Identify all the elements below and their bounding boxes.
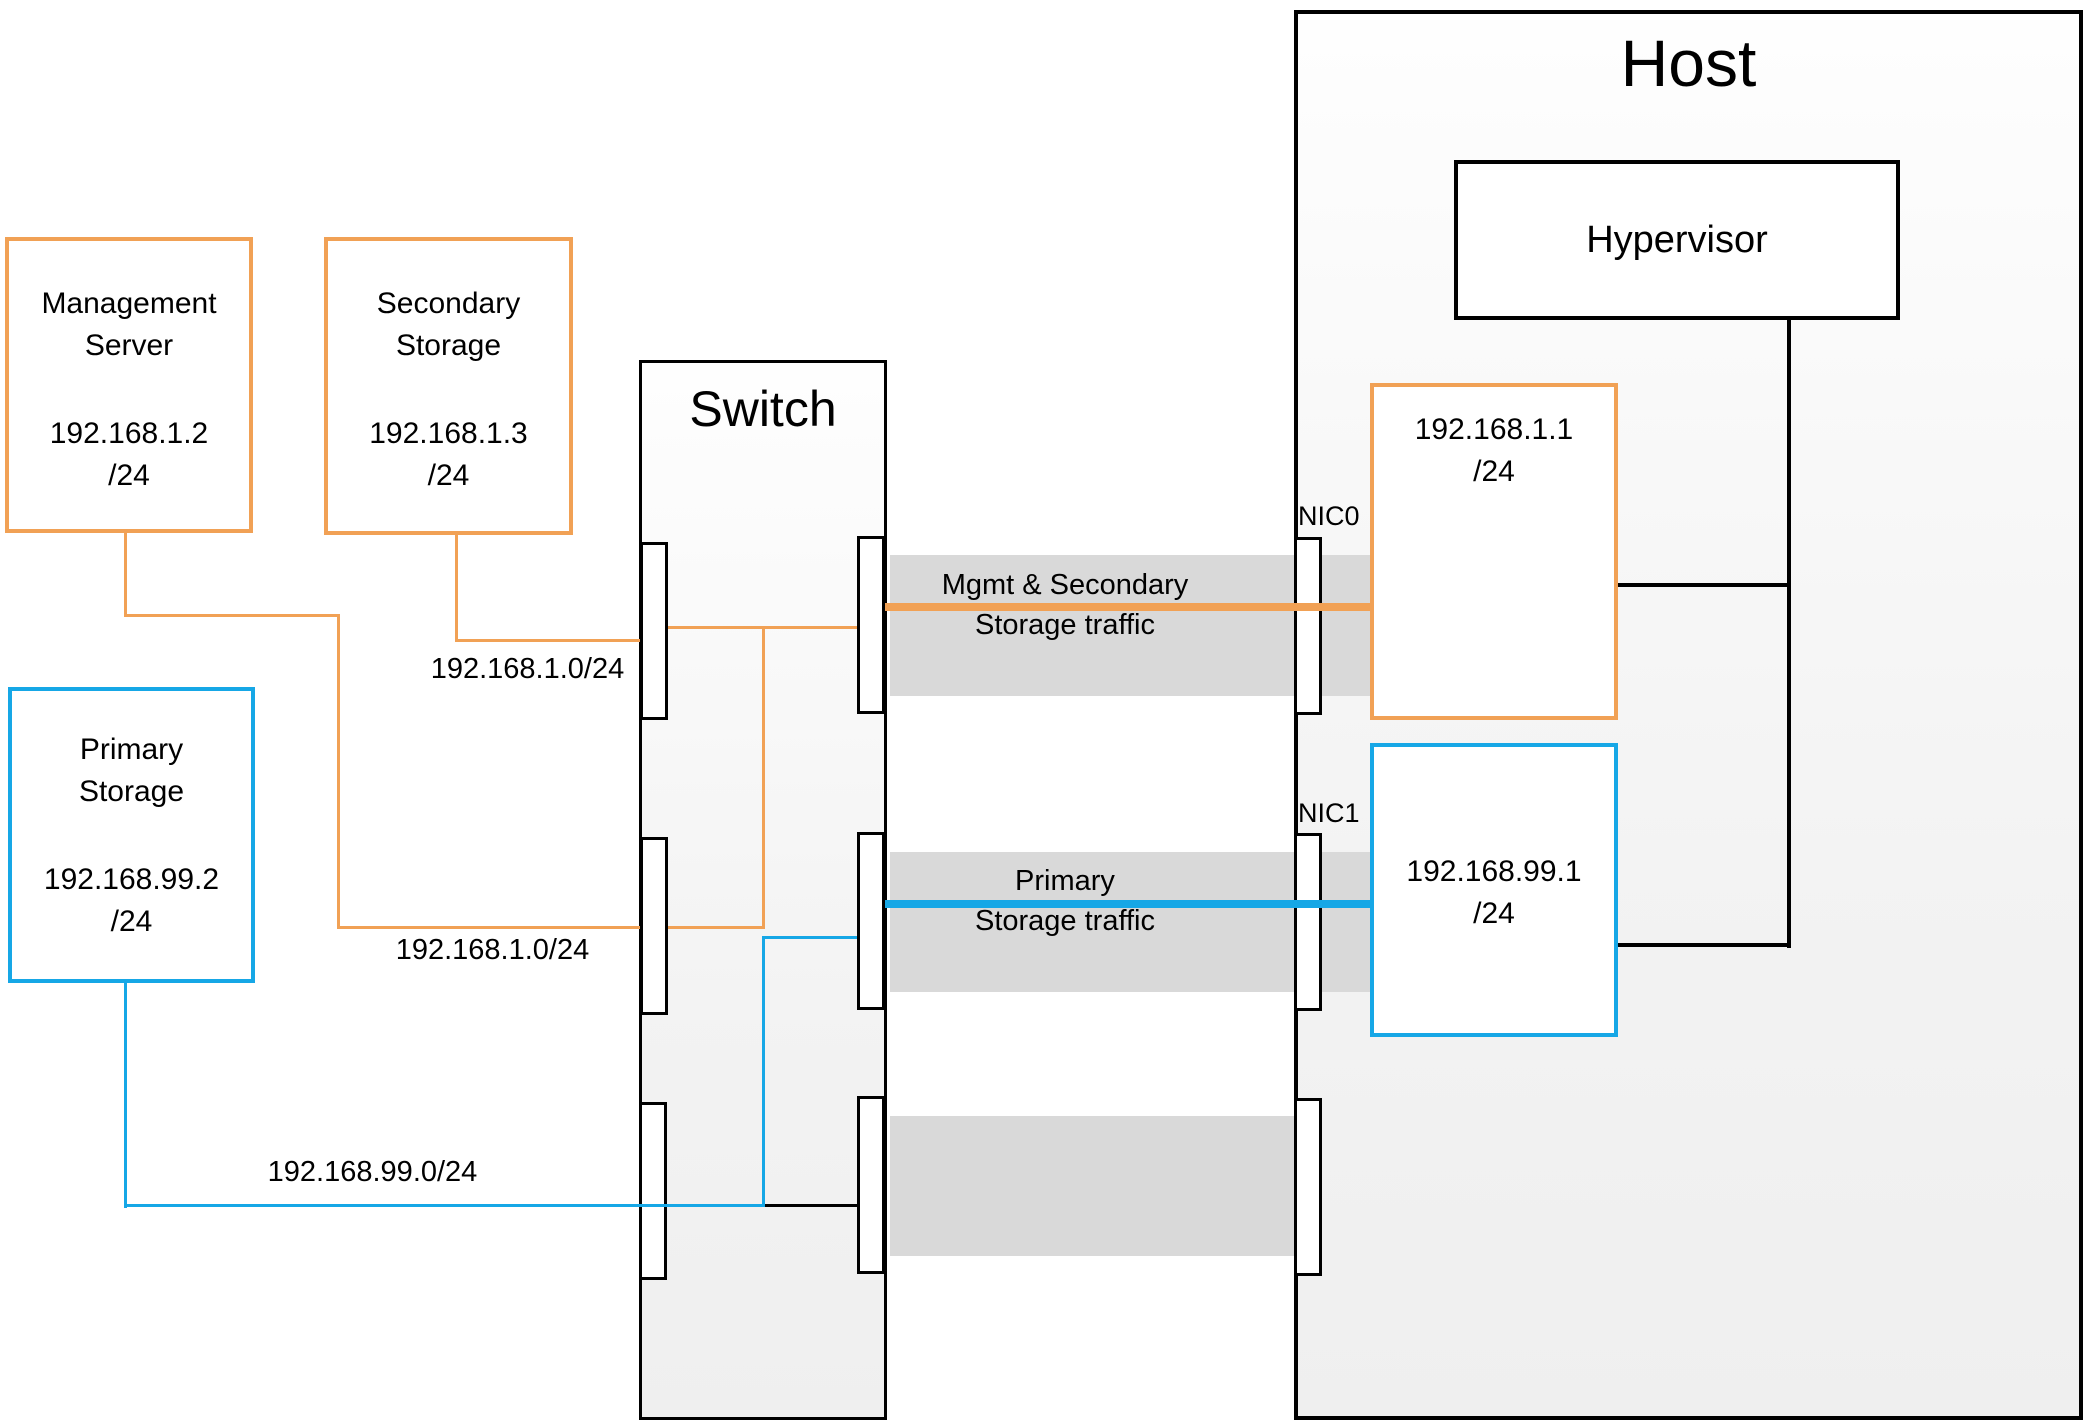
nic0-label: NIC0 <box>1298 501 1360 531</box>
secondary-storage-box: Secondary Storage 192.168.1.3 /24 <box>324 237 573 535</box>
primary-connector-v <box>124 983 127 1208</box>
switch-internal-orange-v <box>762 626 765 929</box>
host-nic0-port <box>1294 537 1322 715</box>
nic0-hypervisor-connector-h <box>1618 583 1790 587</box>
hypervisor-connector-v <box>1787 318 1791 948</box>
switch-internal-blue-v <box>762 936 765 1207</box>
secondary-storage-name: Secondary Storage <box>376 287 521 362</box>
secondary-connector-v <box>455 535 458 642</box>
secondary-storage-mask: /24 <box>427 459 470 492</box>
primary-storage-ip: 192.168.99.2 <box>43 863 220 896</box>
mgmt-connector-h1 <box>124 614 340 617</box>
switch-internal-black-h <box>765 1204 857 1207</box>
switch-port-left-top <box>640 542 668 720</box>
switch-port-left-bottom <box>639 1102 667 1280</box>
nic1-hypervisor-connector-h <box>1618 943 1790 947</box>
mgmt-traffic-label: Mgmt & Secondary Storage traffic <box>880 565 1250 645</box>
secondary-storage-ip: 192.168.1.3 <box>369 417 528 450</box>
mgmt-connector-v2 <box>337 614 340 929</box>
host-title: Host <box>1620 26 1757 100</box>
management-server-mask: /24 <box>108 459 150 492</box>
nic1-box: 192.168.99.1 /24 <box>1370 743 1618 1037</box>
host-nic1-port <box>1294 833 1322 1011</box>
switch-internal-blue-h <box>762 936 857 939</box>
primary-traffic-label: Primary Storage traffic <box>880 861 1250 941</box>
primary-traffic-label-line1: Primary <box>1015 865 1115 897</box>
mgmt-traffic-label-line1: Mgmt & Secondary <box>941 569 1189 601</box>
management-server-ip: 192.168.1.2 <box>49 417 209 450</box>
nic0-mask: /24 <box>1473 455 1515 488</box>
nic1-ip: 192.168.99.1 <box>1406 855 1582 888</box>
primary-traffic-line <box>885 900 1372 908</box>
primary-traffic-label-line2: Storage traffic <box>974 905 1155 937</box>
host-spare-port <box>1294 1098 1322 1276</box>
nic0-ip: 192.168.1.1 <box>1414 413 1574 446</box>
management-server-name: Management Server <box>41 287 217 362</box>
nic1-mask: /24 <box>1473 897 1515 930</box>
switch-port-right-middle <box>857 832 885 1010</box>
subnet-label-management: 192.168.1.0/24 <box>395 934 590 966</box>
mgmt-connector-v1 <box>124 533 127 617</box>
mgmt-connector-h2 <box>337 926 765 929</box>
mgmt-traffic-line <box>885 603 1372 611</box>
hypervisor-box: Hypervisor <box>1454 160 1900 320</box>
primary-storage-name: Primary Storage <box>78 733 185 808</box>
traffic-band-primary <box>890 852 1370 992</box>
switch-title: Switch <box>689 381 837 437</box>
mgmt-traffic-label-line2: Storage traffic <box>974 609 1155 641</box>
traffic-band-mgmt <box>890 555 1370 696</box>
nic1-label: NIC1 <box>1298 798 1360 828</box>
management-server-box: Management Server 192.168.1.2 /24 <box>5 237 253 533</box>
primary-connector-h <box>124 1204 765 1207</box>
switch-port-right-bottom <box>857 1096 885 1274</box>
traffic-band-unused <box>890 1116 1294 1256</box>
switch-port-right-top <box>857 536 885 714</box>
subnet-label-primary: 192.168.99.0/24 <box>267 1156 478 1188</box>
nic0-box: 192.168.1.1 /24 <box>1370 383 1618 720</box>
primary-storage-mask: /24 <box>110 905 153 938</box>
hypervisor-label: Hypervisor <box>1586 218 1768 261</box>
switch-port-left-middle <box>640 837 668 1015</box>
secondary-connector-h <box>455 639 643 642</box>
subnet-label-secondary: 192.168.1.0/24 <box>430 653 625 685</box>
primary-storage-box: Primary Storage 192.168.99.2 /24 <box>8 687 255 983</box>
